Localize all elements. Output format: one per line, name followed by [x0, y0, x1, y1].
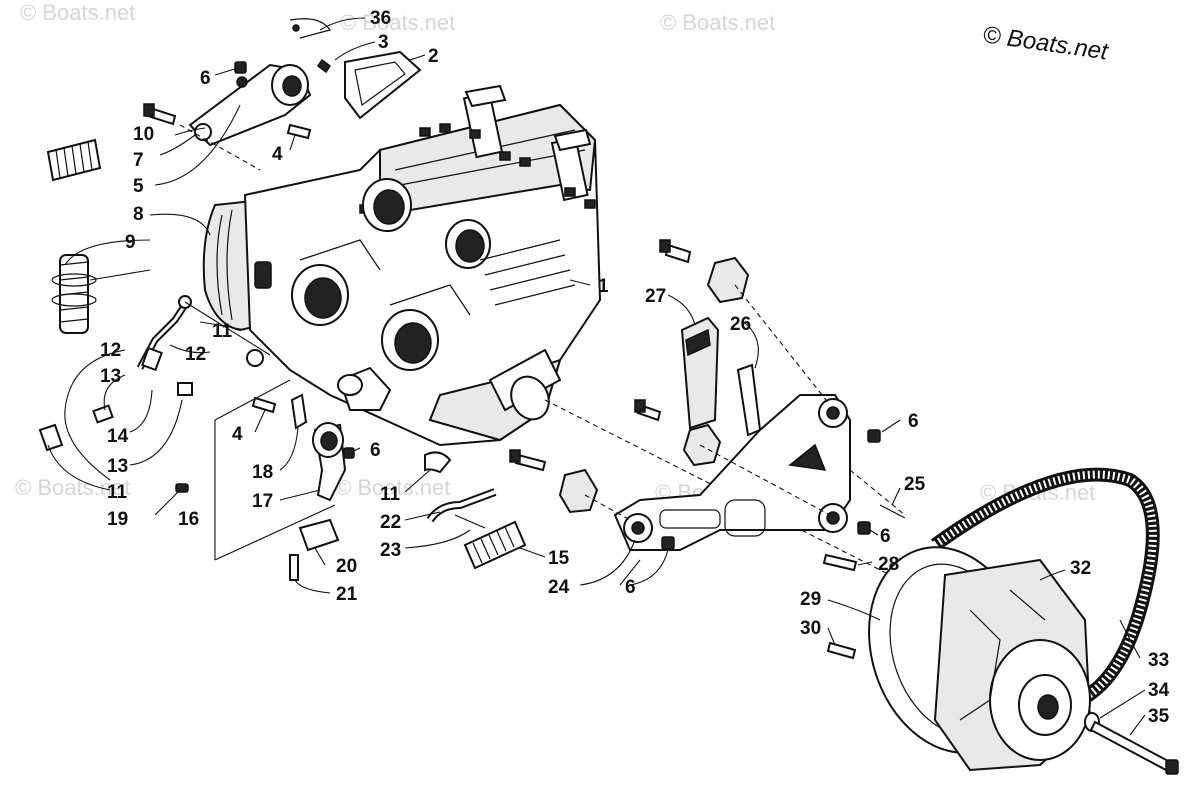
- lower-mount-parts: [175, 366, 527, 581]
- callout-1: 1: [598, 276, 609, 297]
- drive-clutch-belt: [826, 467, 1179, 775]
- callout-26: 26: [730, 314, 751, 335]
- callout-32: 33: [1148, 650, 1169, 671]
- callout-11: 11: [380, 484, 401, 505]
- callout-6: 6: [625, 577, 636, 598]
- watermark: © Boats.net: [20, 0, 135, 25]
- watermark: © Boats.net: [660, 10, 775, 35]
- top-mount-bracket: [143, 18, 422, 171]
- callout-27: 27: [645, 286, 666, 307]
- callout-28: 28: [878, 554, 899, 575]
- callout-3: 3: [378, 32, 389, 53]
- left-parts: [46, 138, 102, 334]
- callout-4: 4: [232, 424, 243, 445]
- leader-lines: [47, 17, 1146, 736]
- callout-13: 13: [107, 456, 128, 477]
- engine-assembly: [202, 84, 901, 581]
- callout-14: 14: [107, 426, 129, 447]
- callout-15: 15: [548, 548, 570, 569]
- callout-33: 34: [1148, 680, 1170, 701]
- callout-6: 6: [908, 411, 919, 432]
- callout-21: 21: [336, 584, 358, 605]
- callout-6: 6: [370, 440, 381, 461]
- watermark: © Boats.net: [15, 475, 130, 500]
- callout-35: 36: [370, 8, 391, 29]
- callout-2: 2: [428, 46, 439, 67]
- callout-7: 7: [133, 150, 144, 171]
- callout-16: 16: [178, 509, 199, 530]
- callout-11: 11: [107, 482, 128, 503]
- callout-25: 25: [904, 474, 926, 495]
- callout-19: 19: [107, 509, 128, 530]
- copyright-text: © Boats.net: [981, 21, 1111, 65]
- callout-34: 35: [1148, 706, 1170, 727]
- callout-6: 6: [880, 526, 891, 547]
- callout-13: 13: [100, 366, 121, 387]
- callout-6: 6: [200, 68, 211, 89]
- callout-labels: 36 3 2 6 10 7 4 5 8 9 1 27 26 11 12 12 1…: [100, 8, 1170, 727]
- callout-5: 5: [133, 176, 144, 197]
- callout-24: 24: [548, 577, 570, 598]
- callout-29: 29: [800, 589, 821, 610]
- callout-10: 9: [125, 232, 136, 253]
- callout-22: 22: [380, 512, 401, 533]
- fuel-hoses: [38, 295, 271, 452]
- watermark: © Boats.net: [340, 10, 455, 35]
- coupler-10-36: [51, 254, 97, 334]
- callout-20: 20: [336, 556, 357, 577]
- watermark: © Boats.net: [335, 475, 450, 500]
- callout-9: 10: [133, 124, 154, 145]
- motor-plate: [509, 239, 906, 572]
- callout-4: 4: [272, 144, 283, 165]
- callout-23: 23: [380, 540, 401, 561]
- callout-8: 8: [133, 204, 144, 225]
- callout-18: 18: [252, 462, 273, 483]
- callout-11: 11: [212, 321, 233, 342]
- callout-30: 30: [800, 618, 821, 639]
- spring-9: [46, 138, 102, 182]
- callout-31: 32: [1070, 558, 1091, 579]
- callout-12: 12: [185, 344, 206, 365]
- callout-17: 17: [252, 491, 273, 512]
- callout-12: 12: [100, 340, 121, 361]
